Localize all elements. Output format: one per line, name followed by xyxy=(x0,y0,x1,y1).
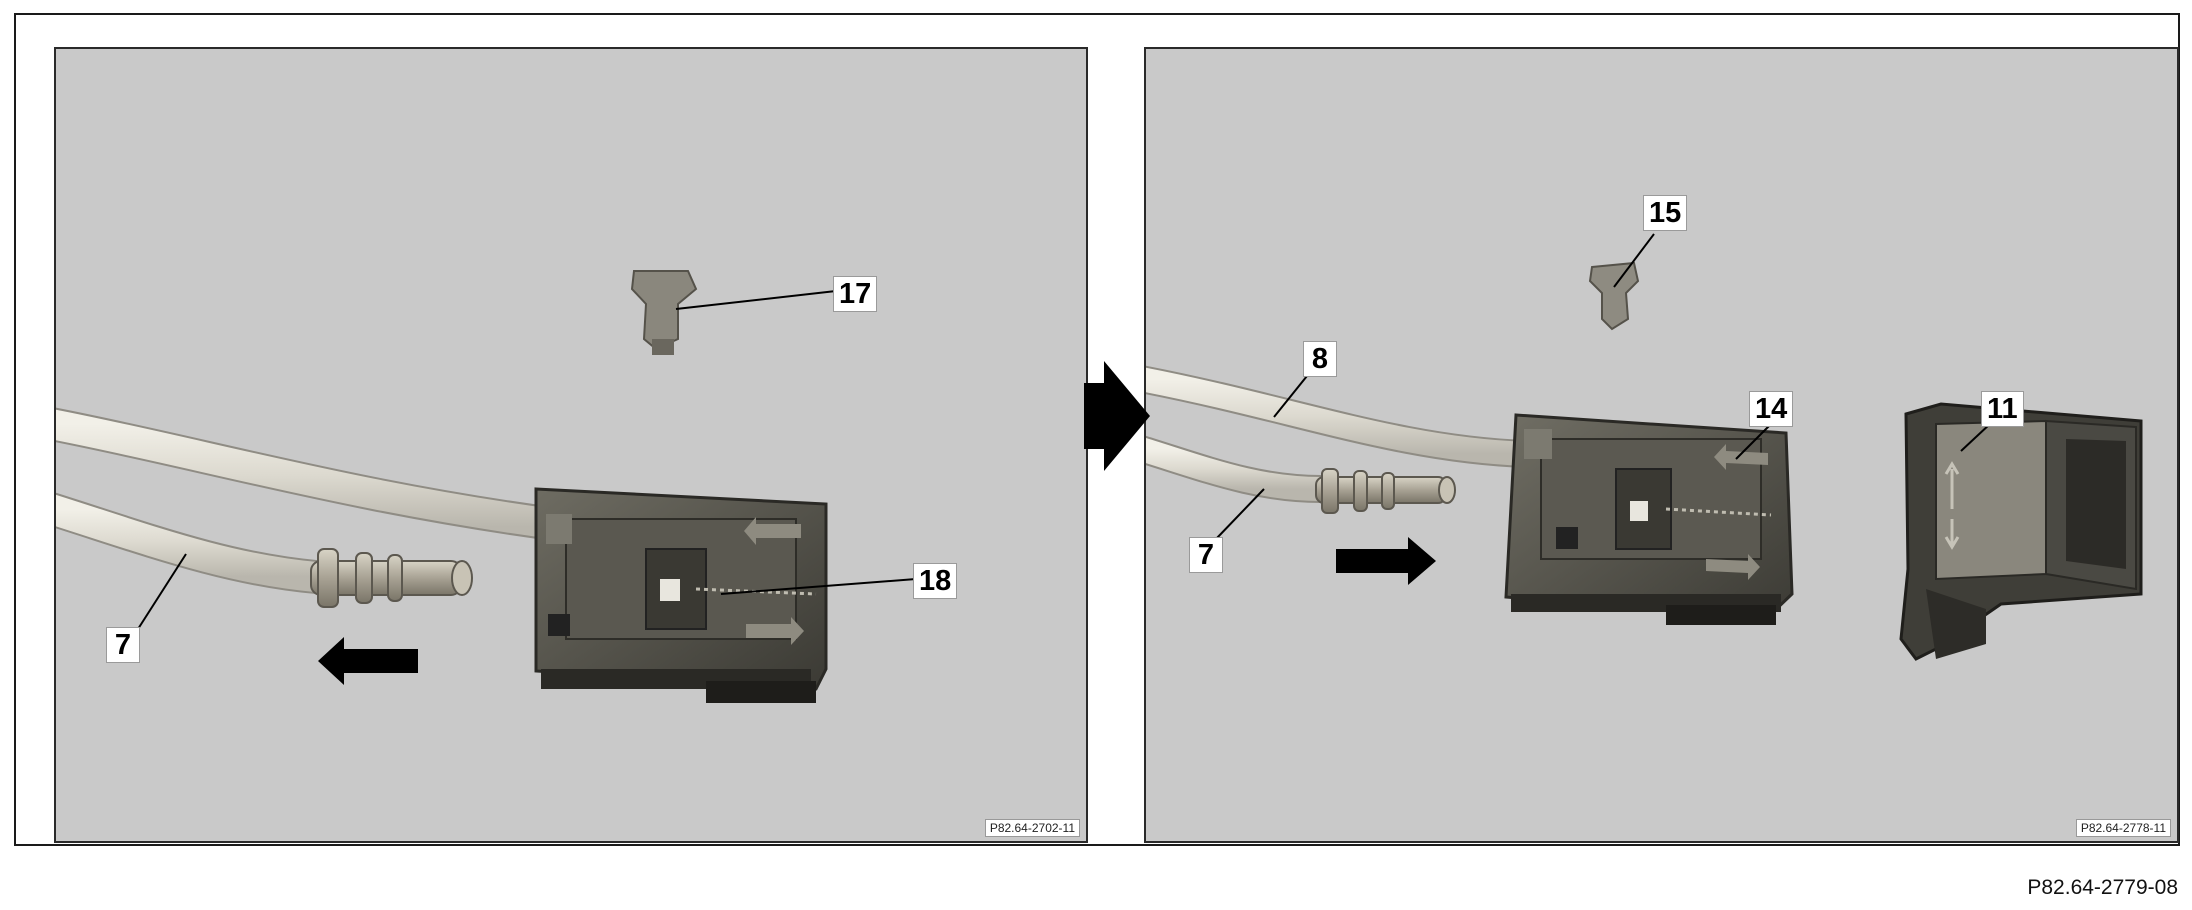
callout-15: 15 xyxy=(1643,195,1688,231)
leader-7 xyxy=(137,553,187,630)
callout-7: 7 xyxy=(106,627,140,663)
figure-reference: P82.64-2779-08 xyxy=(2027,876,2178,899)
arrow-left-icon xyxy=(318,637,418,685)
part-15-valve xyxy=(1588,261,1640,331)
figure-frame: 17 18 7 P82.64-2702-11 xyxy=(14,13,2180,846)
left-photo-ref: P82.64-2702-11 xyxy=(984,819,1080,837)
callout-11: 11 xyxy=(1981,391,2024,427)
connector-housing-14 xyxy=(1504,413,1794,625)
part-17-valve xyxy=(630,270,698,355)
callout-8: 8 xyxy=(1303,341,1337,377)
callout-17: 17 xyxy=(833,276,878,312)
leader-15 xyxy=(1613,233,1655,288)
leader-14 xyxy=(1735,423,1772,460)
leader-8 xyxy=(1273,370,1312,418)
callout-18: 18 xyxy=(913,563,958,599)
callout-14: 14 xyxy=(1749,391,1794,427)
connector-housing-18 xyxy=(534,487,828,703)
arrow-right-icon xyxy=(1336,537,1436,585)
arrow-right-icon xyxy=(1084,361,1150,471)
leader-18 xyxy=(720,578,917,595)
right-photo-illustration xyxy=(1146,233,2143,661)
fitting-end xyxy=(310,548,473,608)
left-photo-panel: 17 18 7 P82.64-2702-11 xyxy=(54,47,1088,843)
right-photo-ref: P82.64-2778-11 xyxy=(2075,819,2171,837)
callout-7: 7 xyxy=(1189,537,1223,573)
fitting-end xyxy=(1315,468,1456,514)
leader-7 xyxy=(1215,488,1265,540)
leader-17 xyxy=(675,290,837,310)
right-photo-panel: 15 8 14 11 7 P82.64-2778-11 xyxy=(1144,47,2179,843)
left-photo-illustration xyxy=(56,270,917,703)
connector-housing-11 xyxy=(1899,402,2143,661)
